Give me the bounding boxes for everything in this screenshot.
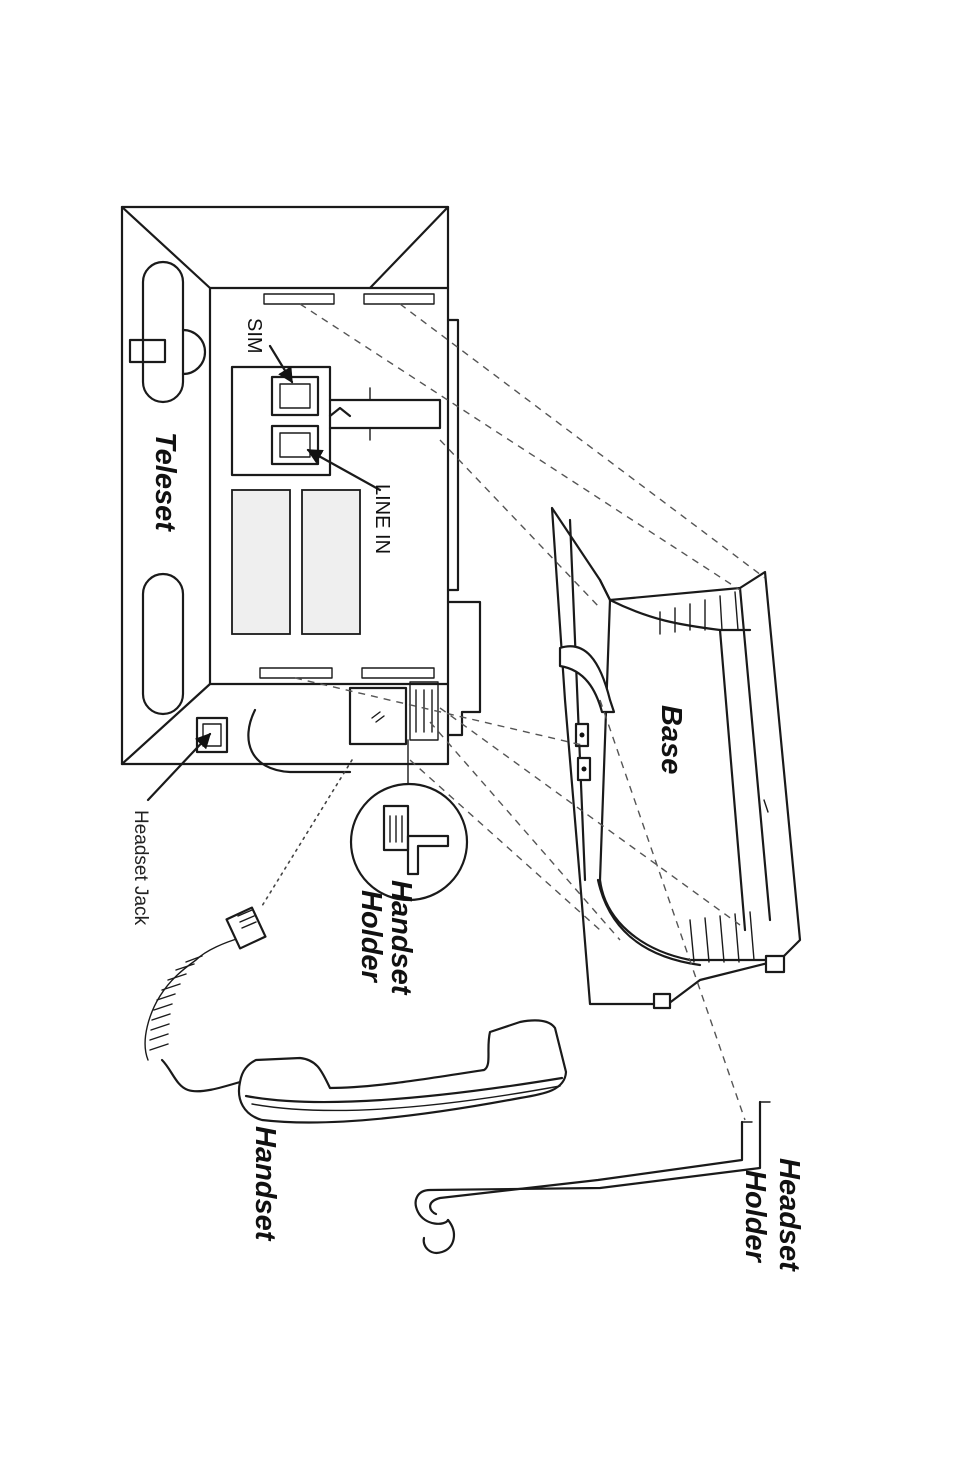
- sim-pointer-arrow: [268, 344, 294, 384]
- line-in-label: LINE IN: [371, 484, 393, 554]
- handset-label: Handset: [249, 1126, 281, 1242]
- line-in-pointer-arrow: [306, 448, 382, 492]
- headset-jack-label: Headset Jack: [130, 810, 151, 926]
- teleset-label: Teleset: [149, 432, 181, 532]
- assembly-guide-lines: [261, 303, 766, 1121]
- headset-holder-label-line2: Holder: [739, 1170, 771, 1264]
- headset-holder-label-line1: Headset: [773, 1158, 805, 1272]
- headset-jack-pointer-arrow: [146, 732, 212, 802]
- base-label: Base: [655, 705, 687, 774]
- handset-unit: [144, 906, 568, 1124]
- handset-holder-label-line1: Handset: [385, 880, 417, 996]
- sim-label: SIM: [243, 318, 265, 354]
- teleset-unit: [120, 205, 482, 774]
- handset-holder-label-line2: Holder: [355, 890, 387, 984]
- headset-holder-unit: [414, 1100, 771, 1254]
- base-unit: [550, 506, 802, 1010]
- handset-holder-inset: [349, 739, 469, 902]
